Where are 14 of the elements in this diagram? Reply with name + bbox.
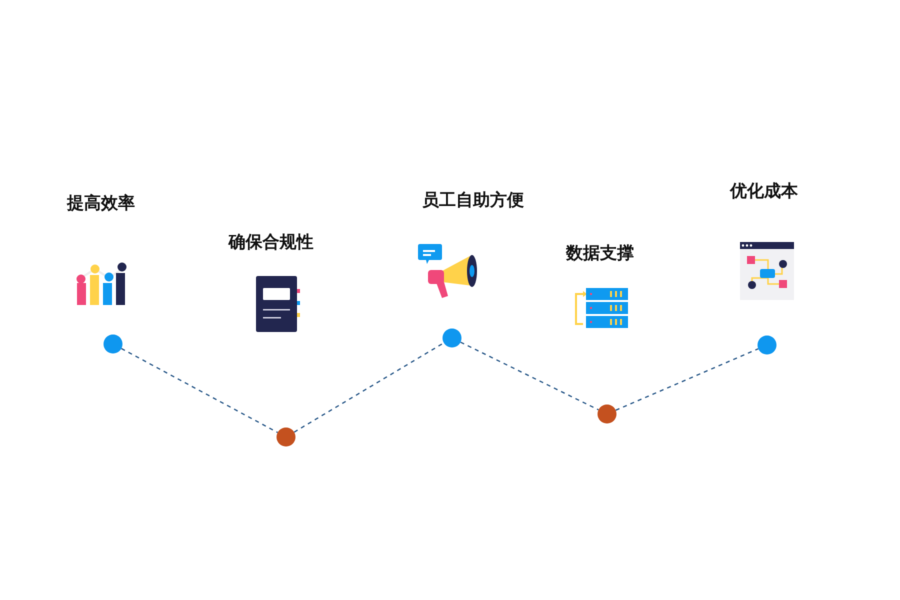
step-title: 优化成本 — [730, 180, 798, 202]
timeline-dot — [442, 328, 462, 348]
dashed-connector — [615, 348, 759, 411]
dashed-connector — [121, 348, 278, 434]
step-title: 提高效率 — [67, 192, 135, 214]
timeline-dot — [598, 404, 616, 424]
step-title: 数据支撑 — [566, 242, 634, 264]
dashed-connector — [460, 342, 599, 410]
timeline-dot — [104, 334, 122, 354]
dashed-connector — [294, 342, 444, 433]
timeline-dot — [276, 428, 296, 446]
timeline-dot — [758, 336, 776, 354]
step-title: 员工自助方便 — [422, 190, 524, 212]
step-title: 确保合规性 — [228, 232, 314, 254]
